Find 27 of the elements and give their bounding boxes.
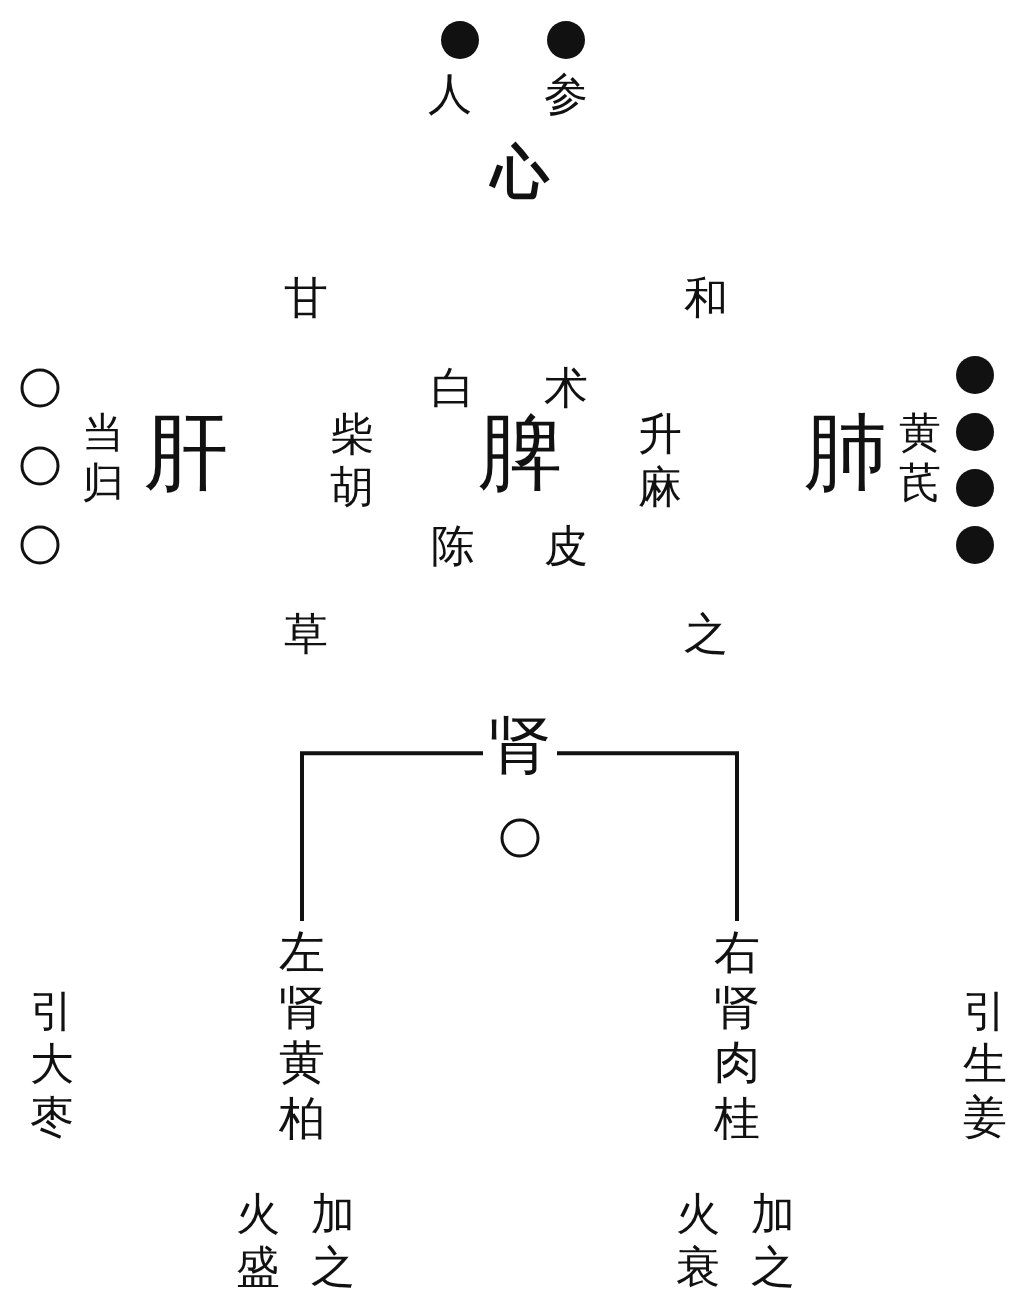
organ-text: 左肾黄柏 <box>279 925 325 1146</box>
herb-label: 柴胡 <box>330 408 374 514</box>
organ-text: 肾 <box>489 708 551 783</box>
herb-label: 参 <box>544 68 588 121</box>
herb-label: 陈 <box>431 520 475 573</box>
herb-label: 人 <box>428 68 472 121</box>
herb-label: 加之 <box>751 1188 795 1294</box>
organ-text: 右肾肉桂 <box>714 925 760 1146</box>
herb-label: 甘 <box>284 272 328 325</box>
bracket-line <box>300 751 483 921</box>
herb-label: 升麻 <box>638 408 682 514</box>
herb-label: 引生姜 <box>963 985 1007 1144</box>
herb-label: 白 <box>431 362 475 415</box>
herb-label: 火盛 <box>236 1188 280 1294</box>
herb-label: 之 <box>684 608 728 661</box>
herb-label: 引大枣 <box>30 985 74 1144</box>
herb-label: 心 <box>491 138 549 208</box>
organ-label: 肝 <box>144 402 228 503</box>
herb-label: 草 <box>284 608 328 661</box>
herb-label: 加之 <box>311 1188 355 1294</box>
herb-label: 当归 <box>82 408 124 509</box>
bracket-line <box>557 751 739 921</box>
herb-label: 黄芪 <box>899 408 941 509</box>
herb-label: 和 <box>684 272 728 325</box>
herb-label: 皮 <box>544 520 588 573</box>
herb-label: 火衰 <box>676 1188 720 1294</box>
organ-label: 肺 <box>804 402 888 503</box>
